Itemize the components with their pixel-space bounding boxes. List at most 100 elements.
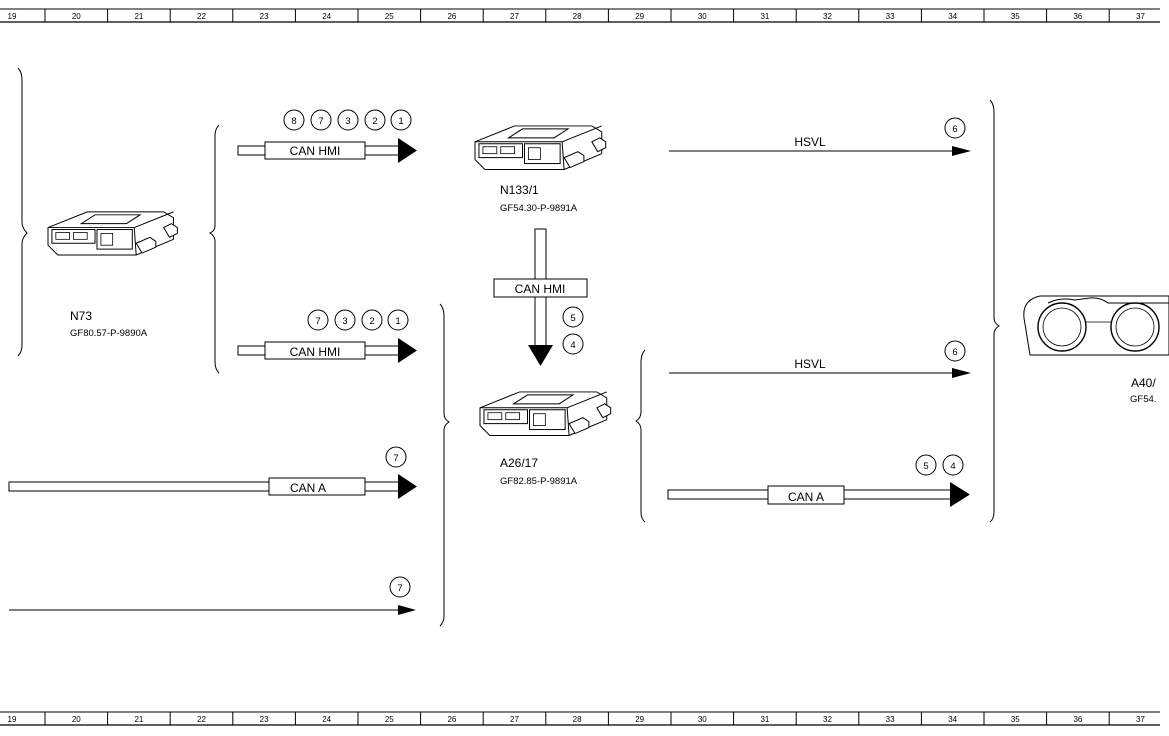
ruler-column-number: 22 <box>197 12 206 21</box>
marker-number: 1 <box>398 116 403 127</box>
ruler-column-number: 27 <box>510 12 519 21</box>
bus-label: CAN HMI <box>290 345 341 359</box>
ruler-column-number: 36 <box>1073 715 1082 724</box>
module-n133-1[interactable]: N133/1 GF54.30-P-9891A <box>474 125 607 214</box>
marker-number: 4 <box>570 340 575 351</box>
ruler-column-number: 37 <box>1136 715 1145 724</box>
connection-line-left-bottom[interactable]: 7 <box>9 576 416 615</box>
marker-number: 1 <box>395 316 400 327</box>
module-a40[interactable]: A40/ GF54. <box>1023 295 1169 405</box>
module-code: GF82.85-P-9891A <box>500 476 578 487</box>
module-name: A26/17 <box>500 456 538 470</box>
ruler-column-number: 19 <box>8 715 17 724</box>
bus-label: CAN HMI <box>515 282 566 296</box>
module-n73[interactable]: N73 GF80.57-P-9890A <box>47 211 178 339</box>
connection-hsvl-mid[interactable]: HSVL 6 <box>669 340 971 378</box>
module-name: A40/ <box>1131 376 1156 390</box>
bus-label: CAN A <box>788 490 824 504</box>
module-a26-17[interactable]: A26/17 GF82.85-P-9891A <box>479 391 612 487</box>
ruler-column-number: 33 <box>886 12 895 21</box>
bracket-a40-inputs <box>989 99 1000 523</box>
ruler-column-number: 35 <box>1011 715 1020 724</box>
connection-can-a-left[interactable]: CAN A 7 <box>8 446 417 499</box>
ruler-column-number: 20 <box>72 715 81 724</box>
bracket-n73-outputs <box>208 124 220 374</box>
marker-circle <box>389 576 411 598</box>
marker-number: 7 <box>315 316 320 327</box>
marker-circle <box>562 333 584 355</box>
ruler-column-number: 21 <box>134 12 143 21</box>
connection-hsvl-top[interactable]: HSVL 6 <box>669 117 971 156</box>
ruler-column-number: 35 <box>1011 12 1020 21</box>
marker-circle <box>385 446 407 468</box>
marker-circle <box>944 117 966 139</box>
ruler-column-number: 36 <box>1073 12 1082 21</box>
connection-can-hmi-top[interactable]: CAN HMI 8 7 3 2 1 <box>237 109 417 163</box>
marker-number: 4 <box>950 461 955 472</box>
marker-number: 2 <box>372 116 377 127</box>
ruler-column-number: 32 <box>823 715 832 724</box>
ruler-column-number: 28 <box>573 12 582 21</box>
bus-label: CAN A <box>290 481 326 495</box>
ruler-column-number: 31 <box>760 12 769 21</box>
marker-number: 6 <box>952 124 957 135</box>
marker-number: 5 <box>923 461 928 472</box>
ruler-column-number: 29 <box>635 715 644 724</box>
ruler-column-number: 30 <box>698 715 707 724</box>
marker-number: 3 <box>345 116 350 127</box>
ruler-column-number: 23 <box>260 12 269 21</box>
ruler-column-number: 28 <box>573 715 582 724</box>
connection-can-hmi-mid[interactable]: CAN HMI 7 3 2 1 <box>237 309 417 363</box>
marker-number: 8 <box>291 116 296 127</box>
marker-number: 5 <box>570 313 575 324</box>
ruler-column-number: 31 <box>760 715 769 724</box>
bracket-n73 <box>17 67 28 357</box>
module-name: N133/1 <box>500 183 539 197</box>
bus-label: HSVL <box>794 357 826 371</box>
connection-can-a-right[interactable]: CAN A 5 4 <box>667 454 970 507</box>
bus-label: HSVL <box>794 135 826 149</box>
ruler-column-number: 20 <box>72 12 81 21</box>
marker-number: 7 <box>318 116 323 127</box>
marker-circle <box>942 454 964 476</box>
marker-number: 7 <box>393 453 398 464</box>
ruler-column-number: 29 <box>635 12 644 21</box>
ruler-column-number: 34 <box>948 12 957 21</box>
marker-number: 3 <box>342 316 347 327</box>
ruler-column-number: 21 <box>134 715 143 724</box>
bracket-a26-outputs <box>635 349 646 523</box>
ruler-column-number: 19 <box>8 12 17 21</box>
module-code: GF54.30-P-9891A <box>500 203 578 214</box>
marker-group: 8 7 3 2 1 <box>283 109 412 131</box>
ruler-column-number: 32 <box>823 12 832 21</box>
instrument-cluster-icon <box>1023 295 1169 356</box>
module-name: N73 <box>70 309 92 323</box>
ruler-column-number: 30 <box>698 12 707 21</box>
control-unit-icon <box>474 125 607 170</box>
module-code: GF54. <box>1130 394 1156 405</box>
bracket-a26-inputs <box>439 303 450 627</box>
marker-circle <box>915 454 937 476</box>
marker-circle <box>562 306 584 328</box>
control-unit-icon <box>47 211 178 256</box>
marker-number: 2 <box>369 316 374 327</box>
marker-number: 7 <box>397 583 402 594</box>
ruler-column-number: 37 <box>1136 12 1145 21</box>
ruler-column-number: 25 <box>385 715 394 724</box>
marker-number: 6 <box>952 347 957 358</box>
ruler-column-number: 34 <box>948 715 957 724</box>
ruler-column-number: 26 <box>447 12 456 21</box>
ruler-column-number: 23 <box>260 715 269 724</box>
marker-group: 7 3 2 1 <box>307 309 409 331</box>
marker-circle <box>944 340 966 362</box>
ruler-column-number: 24 <box>322 715 331 724</box>
module-code: GF80.57-P-9890A <box>70 328 148 339</box>
bus-label: CAN HMI <box>290 144 341 158</box>
ruler-column-number: 26 <box>447 715 456 724</box>
ruler-column-number: 27 <box>510 715 519 724</box>
ruler-column-number: 24 <box>322 12 331 21</box>
connection-can-hmi-vertical[interactable]: CAN HMI 5 4 <box>493 228 588 366</box>
